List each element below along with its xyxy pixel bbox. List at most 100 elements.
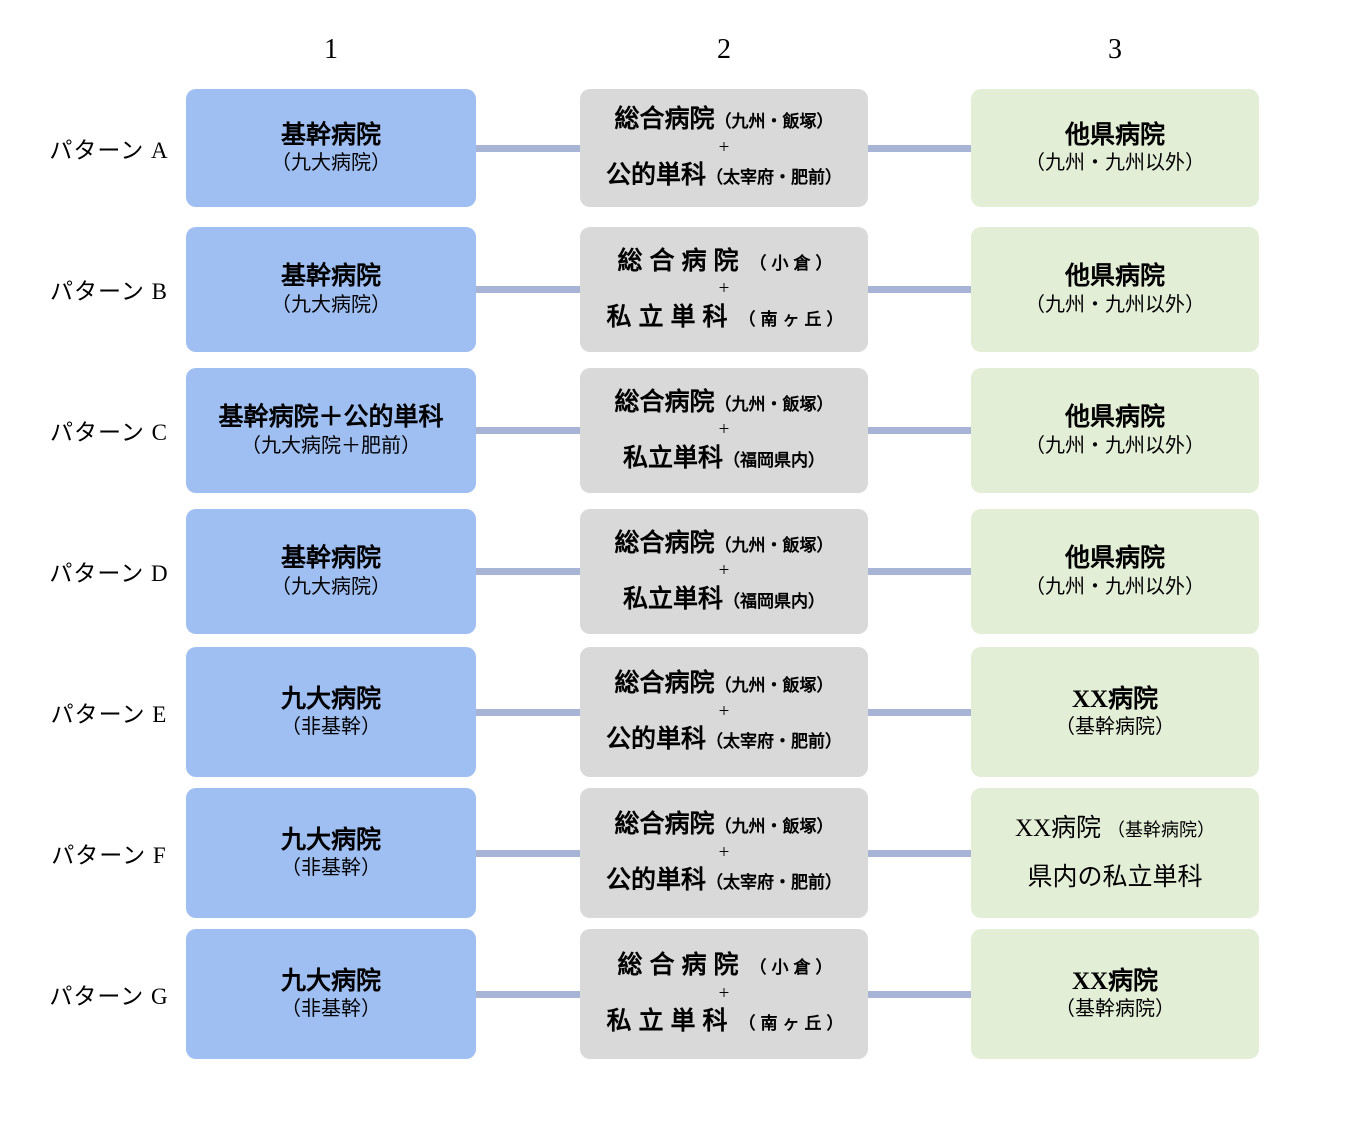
column-header-1: 1	[324, 34, 338, 65]
node-c-col2-top: 総合病院（九州・飯塚）	[614, 387, 833, 418]
node-d-col1: 基幹病院 （九大病院）	[186, 509, 476, 634]
connector-c-2-3	[868, 427, 971, 434]
node-e-col1-title: 九大病院	[280, 685, 381, 713]
node-a-col1-title: 基幹病院	[280, 121, 381, 149]
connector-f-2-3	[868, 850, 971, 857]
node-b-col1: 基幹病院 （九大病院）	[186, 227, 476, 352]
pattern-row-e: パターン E 九大病院 （非基幹） 総合病院（九州・飯塚） + 公的単科（太宰府…	[0, 642, 1350, 782]
node-e-col3-sub: （基幹病院）	[1055, 716, 1175, 739]
node-c-col2: 総合病院（九州・飯塚） + 私立単科（福岡県内）	[580, 368, 868, 493]
node-a-col2-bottom: 公的単科（太宰府・肥前）	[606, 160, 842, 191]
node-g-col1: 九大病院 （非基幹）	[186, 929, 476, 1059]
node-g-col2-bottom-paren: （南ヶ丘）	[738, 1014, 849, 1034]
node-c-col2-plus: +	[718, 419, 730, 441]
node-c-col1-sub: （九大病院＋肥前）	[241, 434, 421, 457]
node-g-col1-title: 九大病院	[280, 967, 381, 995]
node-a-col1-sub: （九大病院）	[271, 152, 391, 175]
node-c-col3-title: 他県病院	[1064, 404, 1165, 432]
connector-a-1-2	[476, 145, 580, 152]
node-g-col2-top-main: 総合病院	[617, 952, 746, 980]
node-d-col2-bottom: 私立単科（福岡県内）	[623, 584, 825, 615]
node-a-col2-plus: +	[718, 136, 730, 158]
node-c-col2-top-paren: （九州・飯塚）	[714, 394, 834, 414]
node-g-col1-sub: （非基幹）	[281, 998, 381, 1021]
connector-g-1-2	[476, 991, 580, 998]
node-c-col3: 他県病院 （九州・九州以外）	[971, 368, 1259, 493]
node-f-col2-plus: +	[718, 841, 730, 863]
connector-e-1-2	[476, 709, 580, 716]
node-g-col3-title: XX病院	[1071, 967, 1159, 995]
node-a-col2-bottom-paren: （太宰府・肥前）	[706, 168, 842, 188]
node-g-col2-bottom: 私立単科（南ヶ丘）	[599, 1006, 848, 1037]
node-e-col1: 九大病院 （非基幹）	[186, 647, 476, 777]
node-a-col3-title: 他県病院	[1064, 121, 1165, 149]
node-g-col2-top: 総合病院（小倉）	[610, 950, 837, 981]
node-g-col3: XX病院 （基幹病院）	[971, 929, 1259, 1059]
node-d-col2-top-paren: （九州・飯塚）	[714, 535, 834, 555]
node-c-col2-bottom-paren: （福岡県内）	[723, 450, 825, 470]
node-d-col3: 他県病院 （九州・九州以外）	[971, 509, 1259, 634]
node-c-col1-title: 基幹病院＋公的単科	[218, 404, 444, 432]
node-a-col2-top-paren: （九州・飯塚）	[714, 112, 834, 132]
connector-b-2-3	[868, 286, 971, 293]
pattern-row-f: パターン F 九大病院 （非基幹） 総合病院（九州・飯塚） + 公的単科（太宰府…	[0, 783, 1350, 923]
node-f-col3-line2: 県内の私立単科	[1027, 864, 1203, 891]
node-d-col1-title: 基幹病院	[280, 545, 381, 573]
node-b-col3: 他県病院 （九州・九州以外）	[971, 227, 1259, 352]
connector-b-1-2	[476, 286, 580, 293]
node-b-col2-top-main: 総合病院	[617, 247, 746, 275]
node-e-col2-top-main: 総合病院	[614, 670, 715, 698]
connector-g-2-3	[868, 991, 971, 998]
node-d-col2-top-main: 総合病院	[614, 529, 715, 557]
node-f-col2-top: 総合病院（九州・飯塚）	[614, 809, 833, 840]
row-label-a: パターン A	[49, 138, 169, 163]
connector-f-1-2	[476, 850, 580, 857]
column-header-3: 3	[1108, 34, 1122, 65]
node-c-col1: 基幹病院＋公的単科 （九大病院＋肥前）	[186, 368, 476, 493]
node-d-col1-sub: （九大病院）	[271, 575, 391, 598]
pattern-row-a: パターン A 基幹病院 （九大病院） 総合病院（九州・飯塚） + 公的単科（太宰…	[0, 78, 1350, 218]
connector-c-1-2	[476, 427, 580, 434]
node-e-col2-top-paren: （九州・飯塚）	[714, 676, 834, 696]
node-g-col2-bottom-main: 私立単科	[606, 1008, 735, 1036]
node-f-col1-title: 九大病院	[280, 826, 381, 854]
node-f-col3-line1: XX病院（基幹病院）	[1015, 813, 1215, 844]
pattern-row-g: パターン G 九大病院 （非基幹） 総合病院（小倉） + 私立単科（南ヶ丘） X…	[0, 924, 1350, 1064]
node-g-col2-plus: +	[718, 982, 730, 1004]
node-d-col2: 総合病院（九州・飯塚） + 私立単科（福岡県内）	[580, 509, 868, 634]
node-c-col2-bottom: 私立単科（福岡県内）	[623, 443, 825, 474]
node-f-col2-bottom: 公的単科（太宰府・肥前）	[606, 865, 842, 896]
node-b-col2-bottom: 私立単科（南ヶ丘）	[599, 302, 848, 333]
node-g-col3-sub: （基幹病院）	[1055, 998, 1175, 1021]
node-g-col2-top-paren: （小倉）	[749, 958, 838, 978]
node-f-col2: 総合病院（九州・飯塚） + 公的単科（太宰府・肥前）	[580, 788, 868, 918]
node-c-col3-sub: （九州・九州以外）	[1025, 434, 1205, 457]
column-header-2: 2	[717, 34, 731, 65]
node-e-col2-bottom-main: 公的単科	[605, 726, 706, 754]
pattern-rows: パターン A 基幹病院 （九大病院） 総合病院（九州・飯塚） + 公的単科（太宰…	[0, 78, 1350, 1065]
node-b-col3-title: 他県病院	[1064, 263, 1165, 291]
node-g-col2: 総合病院（小倉） + 私立単科（南ヶ丘）	[580, 929, 868, 1059]
node-a-col1: 基幹病院 （九大病院）	[186, 89, 476, 207]
node-f-col2-bottom-main: 公的単科	[605, 867, 706, 895]
node-a-col3-sub: （九州・九州以外）	[1025, 152, 1205, 175]
node-f-col2-bottom-paren: （太宰府・肥前）	[706, 873, 842, 893]
node-d-col2-bottom-paren: （福岡県内）	[723, 591, 825, 611]
node-e-col1-sub: （非基幹）	[281, 716, 381, 739]
node-a-col2-bottom-main: 公的単科	[605, 162, 706, 190]
row-label-b: パターン B	[50, 279, 168, 304]
node-b-col2: 総合病院（小倉） + 私立単科（南ヶ丘）	[580, 227, 868, 352]
node-d-col2-top: 総合病院（九州・飯塚）	[614, 528, 833, 559]
node-f-col3-title-paren: （基幹病院）	[1107, 819, 1216, 840]
node-b-col2-top: 総合病院（小倉）	[610, 246, 837, 277]
node-a-col3: 他県病院 （九州・九州以外）	[971, 89, 1259, 207]
node-b-col2-bottom-main: 私立単科	[606, 303, 735, 331]
row-label-f: パターン F	[51, 843, 167, 868]
node-d-col2-plus: +	[718, 560, 730, 582]
pattern-row-c: パターン C 基幹病院＋公的単科 （九大病院＋肥前） 総合病院（九州・飯塚） +…	[0, 360, 1350, 500]
node-d-col2-bottom-main: 私立単科	[622, 585, 723, 613]
column-headers: 1 2 3	[0, 30, 1350, 70]
node-f-col1: 九大病院 （非基幹）	[186, 788, 476, 918]
connector-a-2-3	[868, 145, 971, 152]
node-e-col3: XX病院 （基幹病院）	[971, 647, 1259, 777]
